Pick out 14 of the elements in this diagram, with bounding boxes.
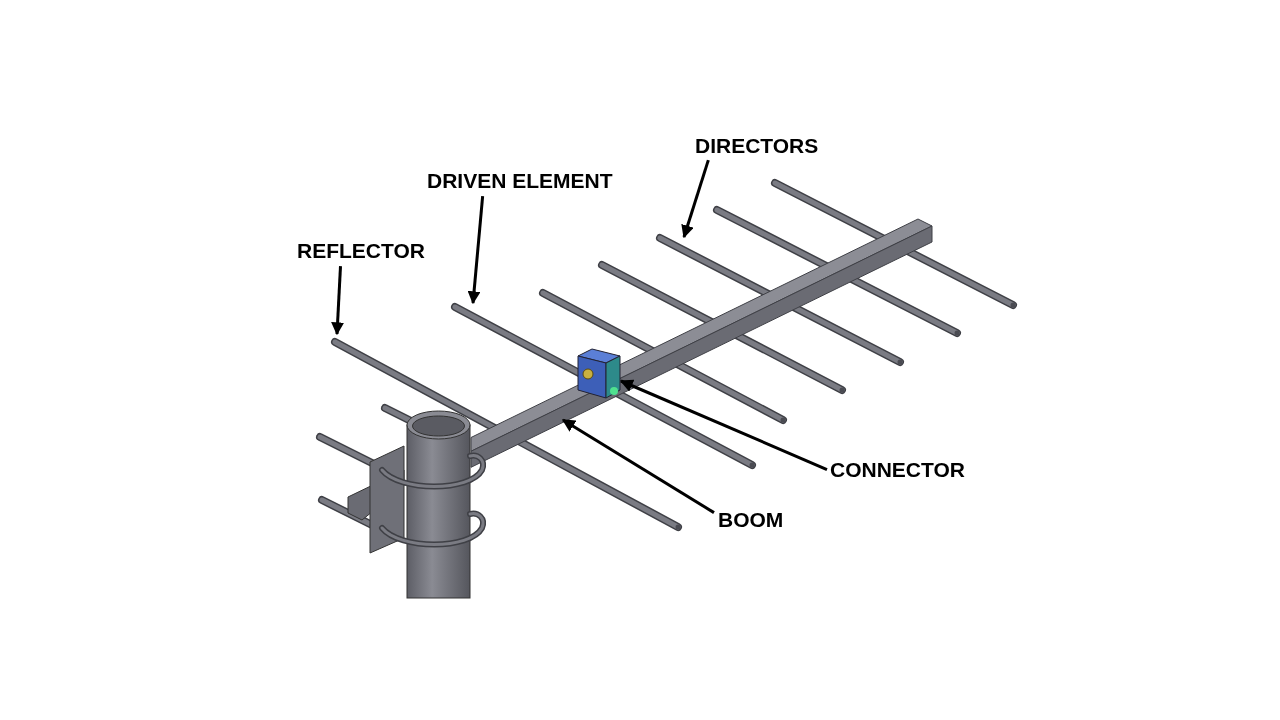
leader-arrow <box>619 379 828 471</box>
part-label: DRIVEN ELEMENT <box>427 169 613 193</box>
leader-arrow <box>681 159 710 239</box>
connector-block <box>577 348 621 399</box>
part-label: REFLECTOR <box>297 239 425 263</box>
director-rod <box>656 234 904 366</box>
part-label: CONNECTOR <box>830 458 965 482</box>
part-label: DIRECTORS <box>695 134 819 158</box>
leader-arrow <box>331 266 345 336</box>
driven-element-rod <box>451 303 756 469</box>
part-label: BOOM <box>718 508 784 532</box>
reflector-rod <box>331 338 682 531</box>
leader-arrow <box>467 195 485 305</box>
leader-arrow <box>561 418 715 514</box>
